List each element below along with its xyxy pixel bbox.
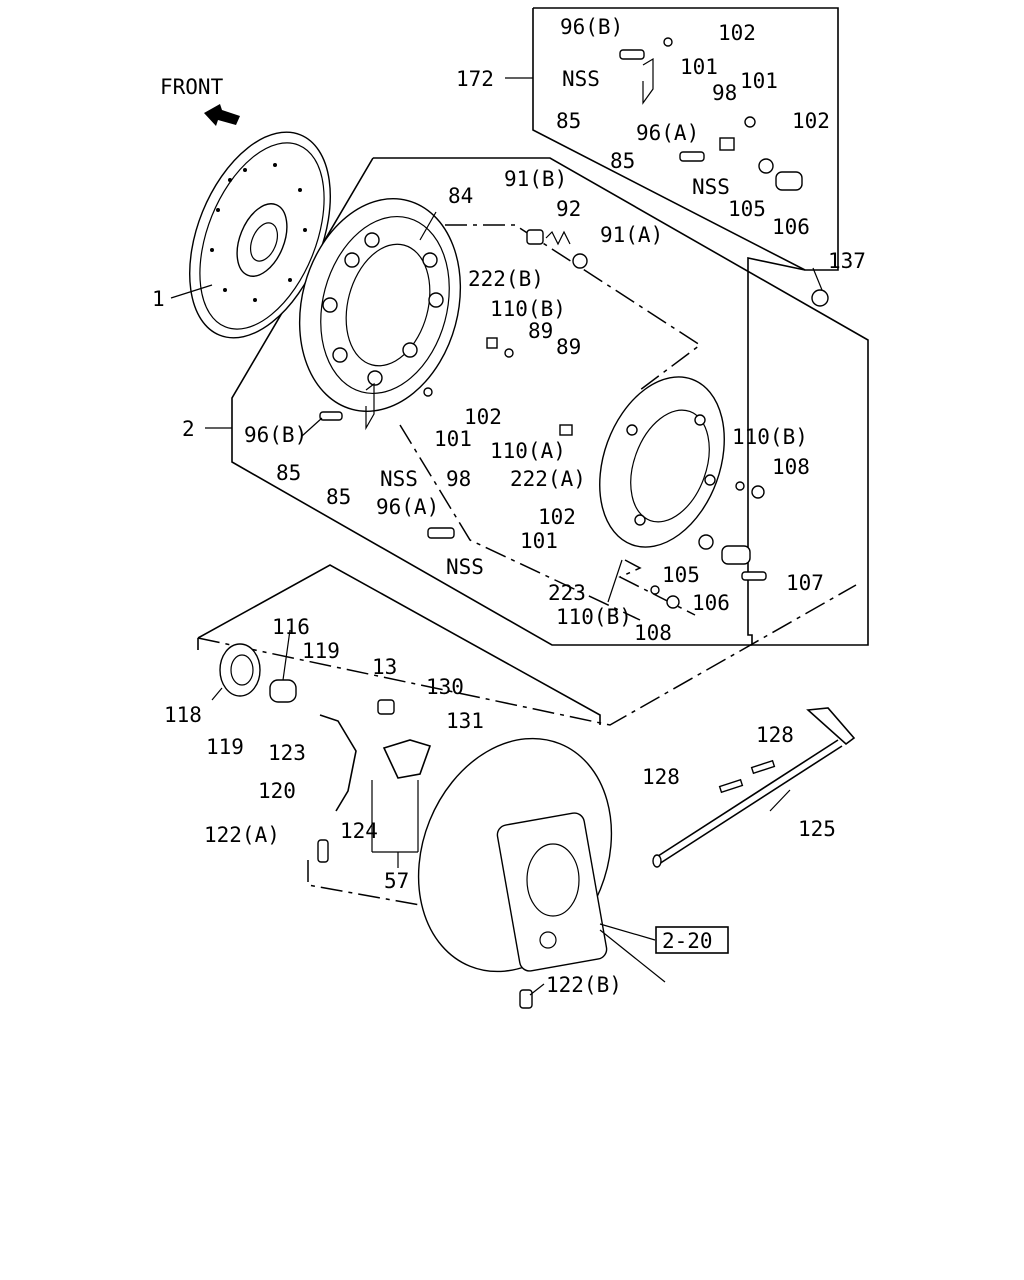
callout-85-top2: 85: [610, 149, 635, 173]
bolt-path-dash: [399, 424, 641, 621]
callout-106-mid: 106: [692, 591, 730, 615]
lower-box-outline: [197, 564, 601, 725]
callout-96a-mid: 96(A): [376, 495, 439, 519]
callout-89b: 89: [556, 335, 581, 359]
divider-dash: [330, 565, 856, 585]
callout-85-mid: 85: [276, 461, 301, 485]
callout-98-top: 98: [712, 81, 737, 105]
callout-101-top: 101: [680, 55, 718, 79]
callout-118: 118: [164, 703, 202, 727]
callout-96a-top: 96(A): [636, 121, 699, 145]
callout-91a: 91(A): [600, 223, 663, 247]
callout-128b: 128: [642, 765, 680, 789]
lower-box-right-dash: [197, 584, 857, 726]
callout-119b: 119: [206, 735, 244, 759]
callout-122b: 122(B): [546, 973, 622, 997]
callout-nss-top: NSS: [562, 67, 600, 91]
callout-172: 172: [456, 67, 494, 91]
callout-222a: 222(A): [510, 467, 586, 491]
callout-108-2: 108: [634, 621, 672, 645]
callout-223: 223: [548, 581, 586, 605]
front-label: FRONT: [160, 75, 224, 99]
callout-131: 131: [446, 709, 484, 733]
callout-102-top: 102: [718, 21, 756, 45]
callout-106-top: 106: [772, 215, 810, 239]
callout-130: 130: [426, 675, 464, 699]
callout-120: 120: [258, 779, 296, 803]
callout-123: 123: [268, 741, 306, 765]
callout-137: 137: [828, 249, 866, 273]
shaft: [652, 707, 856, 868]
leader-lines: [170, 77, 823, 996]
callout-107: 107: [786, 571, 824, 595]
callout-102-mid2: 102: [538, 505, 576, 529]
mid-dash-2: [618, 559, 696, 616]
clutch-housing: [417, 737, 613, 1009]
clutch-cover: [298, 198, 462, 412]
callout-110a: 110(A): [490, 439, 566, 463]
front-arrow-icon: [204, 104, 240, 126]
callout-nss-mid2: NSS: [446, 555, 484, 579]
callout-96b-mid: 96(B): [244, 423, 307, 447]
callout-85-top: 85: [556, 109, 581, 133]
callout-102-top2: 102: [792, 109, 830, 133]
callout-125: 125: [798, 817, 836, 841]
main-box-left: [231, 157, 752, 646]
callout-124: 124: [340, 819, 378, 843]
bearing-group: [219, 643, 432, 863]
callout-116: 116: [272, 615, 310, 639]
callout-84: 84: [448, 184, 473, 208]
callout-85-mid2: 85: [326, 485, 351, 509]
callout-101-top2: 101: [740, 69, 778, 93]
callout-1: 1: [152, 287, 165, 311]
ref-box-label: 2-20: [662, 929, 713, 953]
callout-13: 13: [372, 655, 397, 679]
callout-91b: 91(B): [504, 167, 567, 191]
top-box-outline: [532, 7, 839, 271]
callout-105-mid: 105: [662, 563, 700, 587]
callout-101-mid2: 101: [520, 529, 558, 553]
main-box-outline: [373, 157, 869, 646]
ref-box-frame: [655, 926, 729, 954]
mid-dash-1: [445, 224, 702, 391]
callout-119a: 119: [302, 639, 340, 663]
clutch-disc: [189, 131, 331, 339]
callout-89a: 89: [528, 319, 553, 343]
callout-98-mid: 98: [446, 467, 471, 491]
callout-nss-top2: NSS: [692, 175, 730, 199]
callout-110b-1: 110(B): [490, 297, 566, 321]
callout-128a: 128: [756, 723, 794, 747]
callout-57: 57: [384, 869, 409, 893]
callout-105-top: 105: [728, 197, 766, 221]
callout-92: 92: [556, 197, 581, 221]
callout-110b-2: 110(B): [732, 425, 808, 449]
callout-nss-mid: NSS: [380, 467, 418, 491]
callout-222b: 222(B): [468, 267, 544, 291]
callout-96b-top: 96(B): [560, 15, 623, 39]
callout-2: 2: [182, 417, 195, 441]
callout-101-mid: 101: [434, 427, 472, 451]
callout-122a: 122(A): [204, 823, 280, 847]
release-ring: [599, 376, 725, 548]
small-parts: [319, 37, 829, 609]
callout-110b-3: 110(B): [556, 605, 632, 629]
callout-102-mid: 102: [464, 405, 502, 429]
callout-108-1: 108: [772, 455, 810, 479]
